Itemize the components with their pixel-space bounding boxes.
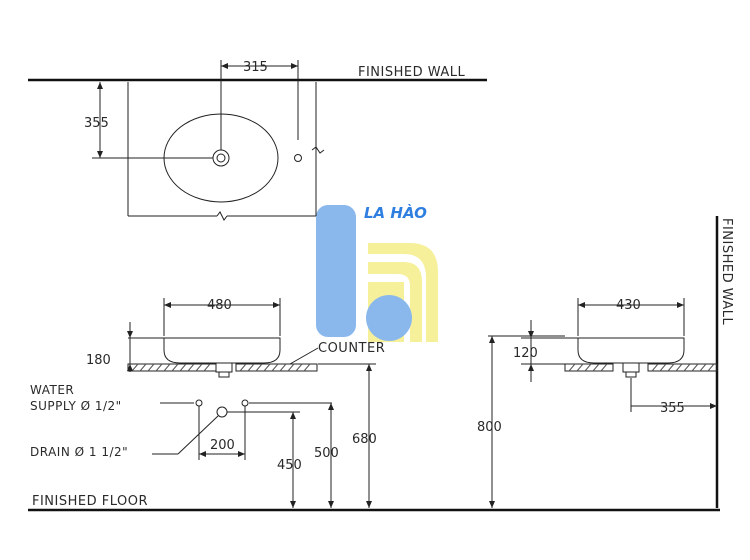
dim-plan-width: 315 <box>243 60 268 75</box>
basin-elevation-right <box>577 337 685 364</box>
watermark-logo: LA HÀO <box>316 203 438 342</box>
dim-supply-spacing: 200 <box>210 438 235 453</box>
dim-supply-height: 500 <box>314 446 339 461</box>
water-supply-label-line2: SUPPLY Ø 1/2" <box>30 399 122 413</box>
waste-fitting-left <box>215 362 233 373</box>
waste-fitting-right <box>622 362 640 373</box>
dim-basin-height-left: 180 <box>86 353 111 368</box>
dim-plan-depth: 355 <box>84 116 109 131</box>
break-mark-bottom <box>216 211 228 221</box>
counter-right-part <box>235 363 318 372</box>
finished-wall-label-top: FINISHED WALL <box>358 65 466 80</box>
drain-outer-circle <box>212 149 230 167</box>
dim-counter-height-right: 800 <box>477 420 502 435</box>
drain-inner-circle <box>216 153 226 163</box>
counter-label: COUNTER <box>318 341 385 356</box>
left-elevation: 480 COUNTER 180 WATER SUPPLY Ø 1/2" DRAI… <box>30 298 385 508</box>
watermark-text: LA HÀO <box>364 203 427 222</box>
plan-view: 315 355 <box>84 60 325 221</box>
drain-label: DRAIN Ø 1 1/2" <box>30 445 128 459</box>
supply-point-left <box>195 399 203 407</box>
watermark-blue-circle <box>366 295 412 341</box>
finished-wall-label-side: FINISHED WALL <box>719 218 734 326</box>
watermark-yellow-stripe-1 <box>368 243 438 342</box>
break-mark-right <box>311 146 325 154</box>
basin-elevation-left <box>163 337 281 364</box>
finished-floor-label: FINISHED FLOOR <box>32 494 148 509</box>
counter-right-b <box>647 363 718 372</box>
watermark-blue-bar <box>316 205 356 337</box>
right-elevation: FINISHED WALL 430 120 355 800 <box>477 216 734 508</box>
dim-basin-width-right: 430 <box>616 298 641 313</box>
counter-leader <box>289 347 319 365</box>
supply-point-right <box>241 399 249 407</box>
dim-drain-height: 450 <box>277 458 302 473</box>
drain-leader <box>177 415 219 455</box>
dim-counter-height-left: 680 <box>352 432 377 447</box>
dim-wall-offset: 355 <box>660 401 685 416</box>
drain-point <box>216 406 228 418</box>
dim-basin-height-right: 120 <box>513 346 538 361</box>
water-supply-label-line1: WATER <box>30 383 74 397</box>
watermark-yellow-stripe-2 <box>368 262 422 342</box>
counter-right-a <box>564 363 614 372</box>
tap-hole <box>294 154 302 162</box>
dim-basin-width-left: 480 <box>207 298 232 313</box>
